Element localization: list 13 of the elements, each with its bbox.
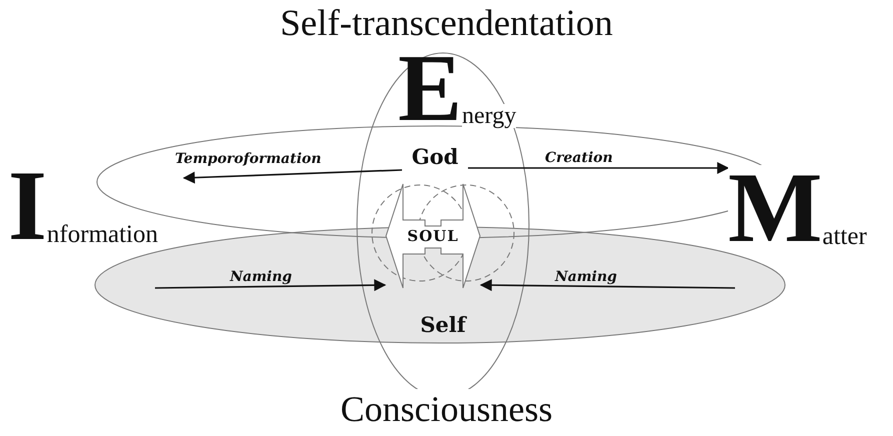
arrow — [480, 279, 735, 292]
arrow — [468, 162, 730, 174]
god-label: God — [402, 142, 468, 172]
self-label: Self — [412, 310, 474, 340]
arrow — [155, 279, 386, 292]
edge-label: Creation — [545, 149, 613, 167]
soul-shape: SOUL — [385, 182, 481, 290]
edge-label: Naming — [555, 268, 617, 286]
arrow — [182, 169, 402, 184]
edge-label: Temporoformation — [175, 150, 322, 168]
information-label: Information — [8, 165, 184, 247]
energy-label: Energy — [398, 48, 538, 128]
edge-label: Naming — [230, 268, 292, 286]
